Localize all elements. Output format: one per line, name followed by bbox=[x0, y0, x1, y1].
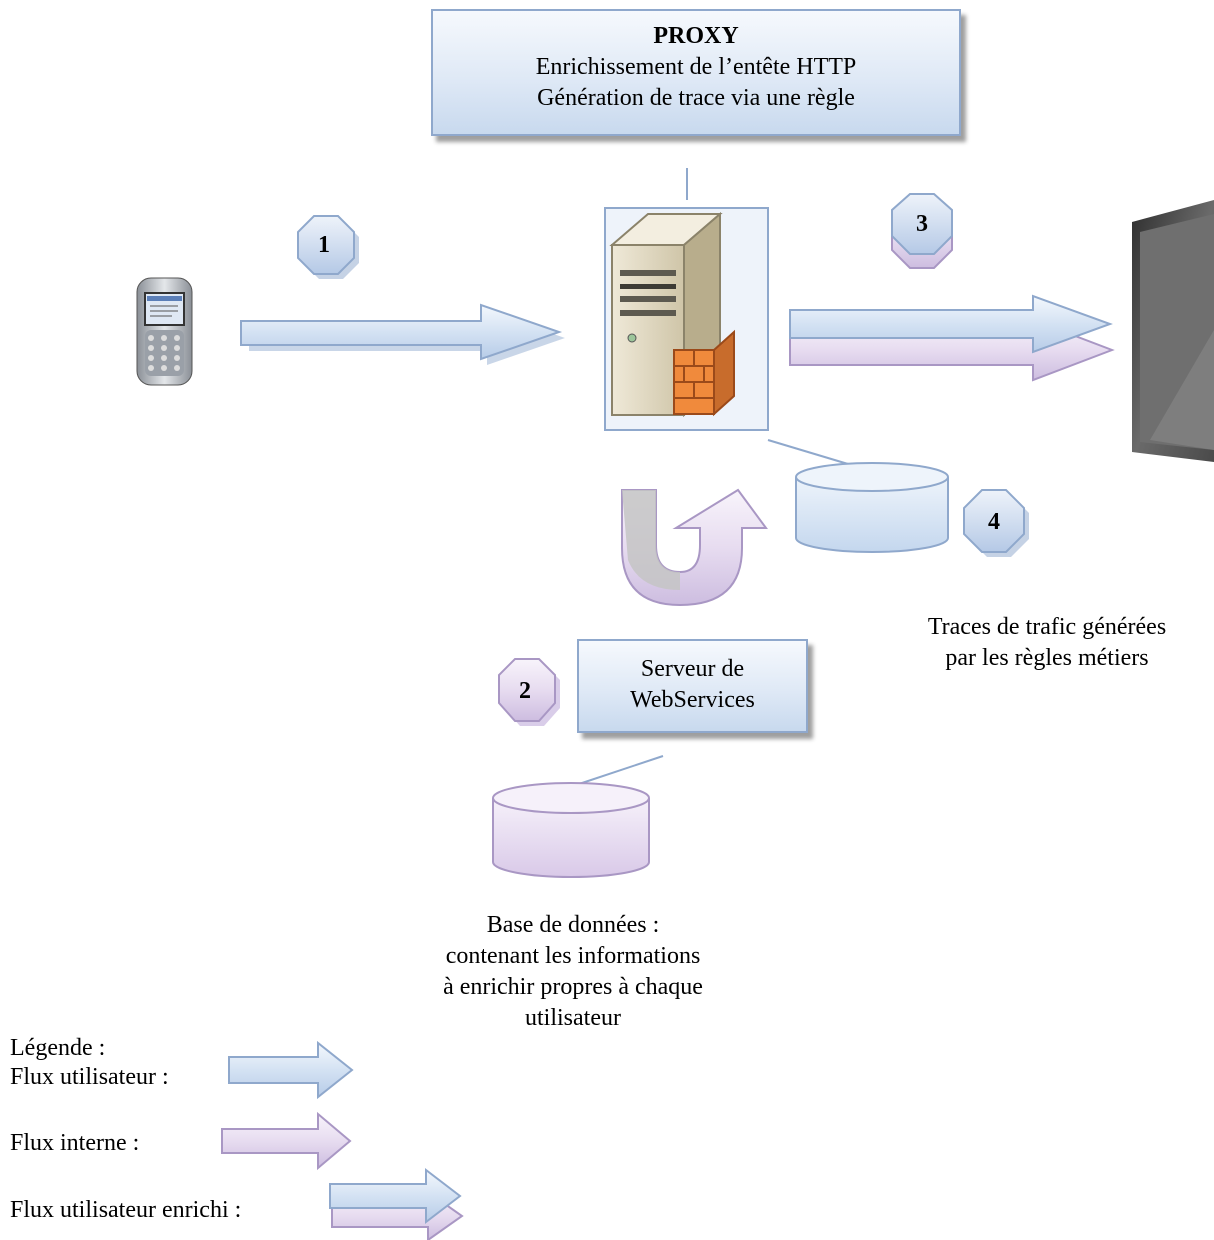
user-flow-arrow-1 bbox=[240, 303, 565, 365]
step-badge-4: 4 bbox=[960, 488, 1029, 557]
step-number-1: 1 bbox=[318, 232, 330, 258]
proxy-line-2: Génération de trace via une règle bbox=[537, 85, 855, 111]
legend-internal-flow-arrow bbox=[221, 1111, 352, 1171]
proxy-line-1: Enrichissement de l’entête HTTP bbox=[535, 54, 857, 80]
database-caption-line-2: contenant les informations bbox=[445, 943, 701, 969]
proxy-server-icon bbox=[604, 207, 769, 431]
octagon-icon bbox=[297, 215, 359, 279]
enriched-flow-arrow-3 bbox=[789, 294, 1115, 382]
legend-user-flow-label: Flux utilisateur : bbox=[10, 1064, 169, 1090]
traces-db-connector-line bbox=[767, 439, 859, 468]
legend-internal-flow-label: Flux interne : bbox=[10, 1130, 140, 1156]
traces-database-icon bbox=[795, 462, 949, 553]
traces-caption-line-1: Traces de trafic générées bbox=[927, 614, 1167, 640]
step-number-2: 2 bbox=[519, 678, 531, 704]
webservices-box: Serveur de WebServices bbox=[577, 639, 808, 733]
legend-enriched-flow-label: Flux utilisateur enrichi : bbox=[10, 1197, 242, 1223]
database-caption-line-4: utilisateur bbox=[525, 1005, 621, 1031]
database-caption: Base de données : contenant les informat… bbox=[365, 910, 781, 1034]
octagon-icon bbox=[498, 658, 560, 726]
database-caption-line-1: Base de données : bbox=[486, 912, 660, 938]
users-db-connector-line bbox=[578, 755, 664, 785]
legend-title: Légende : bbox=[10, 1035, 106, 1061]
monitor-icon bbox=[1132, 200, 1214, 462]
traces-caption-line-2: par les règles métiers bbox=[945, 645, 1149, 671]
step-badge-3: 3 bbox=[888, 192, 956, 272]
step-number-3: 3 bbox=[916, 211, 928, 237]
database-caption-line-3: à enrichir propres à chaque bbox=[443, 974, 703, 1000]
traces-caption: Traces de trafic générées par les règles… bbox=[880, 612, 1214, 674]
step-badge-1: 1 bbox=[292, 214, 360, 282]
users-database-icon bbox=[492, 782, 650, 878]
internal-flow-curved-arrow bbox=[621, 488, 768, 607]
step-badge-2: 2 bbox=[493, 657, 561, 726]
proxy-box: PROXY Enrichissement de l’entête HTTP Gé… bbox=[431, 9, 961, 136]
octagon-icon bbox=[963, 489, 1029, 557]
webservices-line-1: Serveur de bbox=[640, 656, 745, 682]
octagon-icon bbox=[891, 193, 953, 269]
step-number-4: 4 bbox=[988, 509, 1000, 535]
proxy-title: PROXY bbox=[653, 23, 739, 49]
legend-user-flow-arrow bbox=[228, 1040, 354, 1100]
mobile-phone-icon bbox=[136, 277, 193, 386]
webservices-line-2: WebServices bbox=[630, 687, 755, 713]
legend-enriched-flow-arrow bbox=[329, 1167, 464, 1240]
